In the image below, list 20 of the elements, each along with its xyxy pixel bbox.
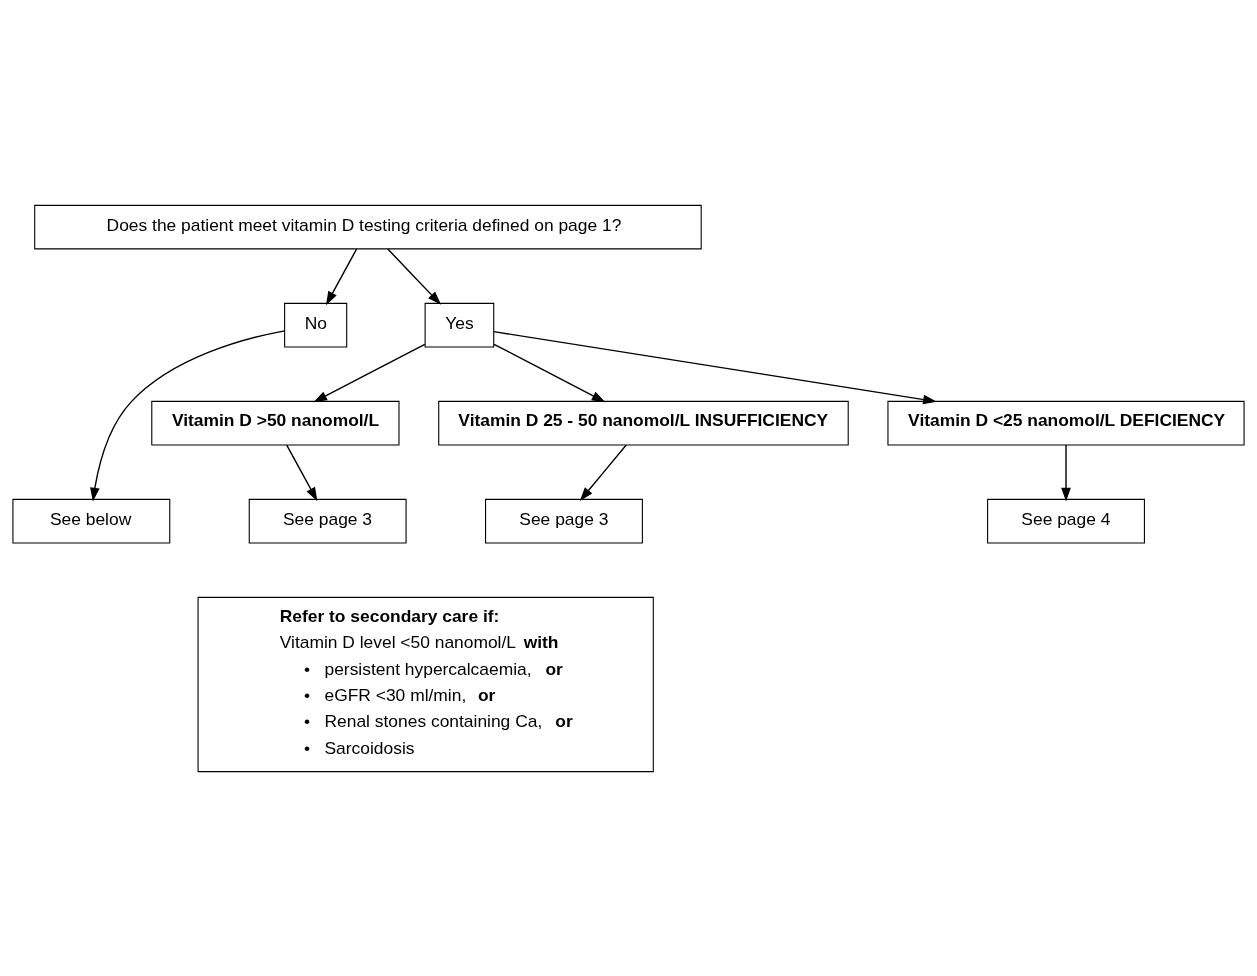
arrow <box>579 443 627 501</box>
node-box: Refer to secondary care if: Vitamin D level <50 nanomol/L with • persistent hypercalcaemia, or • eGFR <30 ml/min, or • Renal stones containing Ca, or • Sarcoidosis <box>197 596 654 772</box>
arrow <box>493 330 937 404</box>
node-box: Vitamin D 25 - 50 nanomol/L INSUFFICIENCY <box>438 400 849 445</box>
arrow <box>90 329 286 501</box>
node-box: See page 3 <box>485 498 643 543</box>
arrow <box>325 247 358 305</box>
node-box: Vitamin D <25 nanomol/L DEFICIENCY <box>887 400 1245 445</box>
node-box: See below <box>12 498 171 543</box>
node-box: Vitamin D >50 nanomol/L <box>151 400 400 445</box>
node-box: No <box>284 302 348 347</box>
arrow <box>493 343 606 402</box>
node-box: See page 3 <box>248 498 407 543</box>
arrow <box>286 443 318 501</box>
arrow <box>313 343 426 402</box>
node-box: Does the patient meet vitamin D testing criteria defined on page 1? <box>34 204 702 249</box>
node-box: See page 4 <box>987 498 1145 543</box>
arrow <box>1061 443 1071 501</box>
arrow <box>387 247 442 305</box>
node-box: Yes <box>424 302 495 347</box>
